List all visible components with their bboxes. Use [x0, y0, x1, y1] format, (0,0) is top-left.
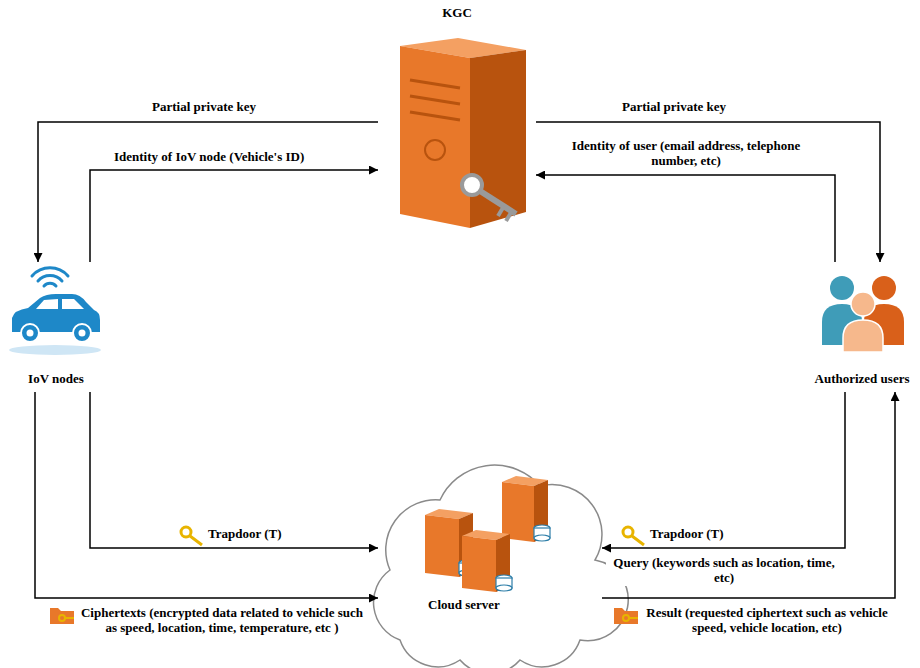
key-icon [181, 527, 191, 537]
car-icon [62, 299, 84, 309]
arrow-connector [38, 122, 378, 262]
car-icon [73, 324, 91, 342]
key-icon [623, 527, 633, 537]
server-icon [425, 140, 445, 160]
cloud-node: Cloud server [378, 470, 602, 665]
users-icon [830, 276, 854, 300]
car-icon [36, 299, 58, 309]
car-icon [21, 324, 39, 342]
server-icon [470, 50, 526, 228]
user-node: Authorized users [808, 262, 916, 392]
server-icon [400, 38, 526, 228]
users-icon [872, 276, 896, 300]
cloud-shape [374, 465, 629, 668]
car-icon [9, 294, 101, 355]
server-icon [502, 482, 534, 542]
arrow-connector [536, 122, 880, 262]
server-node: KGC [378, 4, 536, 230]
wifi-symbol [38, 276, 62, 281]
users-icon [851, 292, 875, 316]
wifi-symbol [32, 268, 68, 286]
key-icon [506, 211, 512, 221]
server-icon [425, 515, 459, 577]
edge-label: Partial private key [620, 100, 728, 115]
arrow-connector [602, 392, 895, 598]
folder-icon [614, 608, 638, 624]
server-icon [534, 535, 550, 541]
folder-icon [50, 608, 74, 624]
vehicle-node: IoV nodes [4, 262, 108, 392]
folder-icon [65, 617, 74, 619]
arrow-connector [35, 392, 378, 598]
car-icon [27, 330, 34, 337]
key-icon [462, 175, 482, 195]
note-label: Query (keywords such as location, time, … [606, 556, 842, 586]
node-label: IoV nodes [28, 372, 84, 387]
server-icon [496, 585, 512, 591]
wifi-symbol [32, 268, 68, 276]
users-icon [843, 320, 883, 352]
wifi-symbol [44, 283, 56, 286]
edge-label: Identity of user (email address, telepho… [546, 139, 826, 169]
edge-label: Result (requested ciphertext such as veh… [642, 606, 892, 636]
edge-label: Identity of IoV node (Vehicle's ID) [112, 150, 306, 165]
folder-icon [623, 615, 629, 621]
car-icon [79, 330, 86, 337]
key-icon [181, 527, 644, 545]
arrow-connector [602, 392, 845, 548]
node-label: Cloud server [428, 598, 500, 613]
node-label: Authorized users [815, 372, 910, 387]
server-icon [410, 112, 460, 120]
users-icon [822, 276, 904, 352]
key-icon [190, 536, 202, 545]
server-icon [425, 476, 550, 592]
server-icon [400, 46, 470, 228]
car-icon [9, 345, 101, 355]
server-icon [462, 536, 496, 592]
folder-icon [629, 617, 638, 619]
arrow-connector [90, 392, 378, 548]
edge-label: Trapdoor (T) [648, 527, 726, 542]
edge-label: Partial private key [150, 100, 258, 115]
cloud-shape [374, 465, 629, 668]
key-icon [462, 175, 516, 221]
folder-icon [59, 615, 65, 621]
server-icon [410, 80, 460, 88]
arrow-connector [536, 175, 835, 262]
key-icon [632, 536, 644, 545]
server-icon [410, 96, 460, 104]
edge-label: Trapdoor (T) [206, 527, 284, 542]
edge-label: Ciphertexts (encrypted data related to v… [78, 606, 366, 636]
node-label: KGC [442, 6, 472, 21]
arrow-connector [90, 170, 378, 262]
key-icon [498, 206, 504, 216]
